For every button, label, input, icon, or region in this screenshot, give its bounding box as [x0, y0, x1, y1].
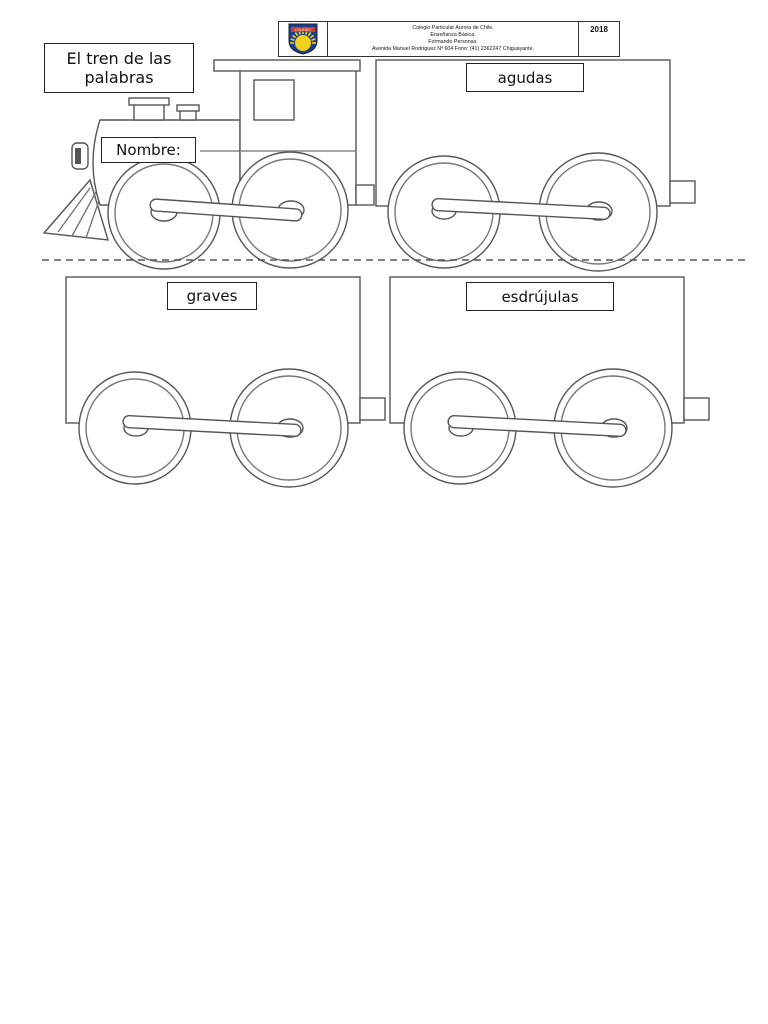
school-address: Avenida Manuel Rodríguez Nº 604 Fono: (4…	[371, 46, 535, 52]
label-esdrujulas-text: esdrújulas	[501, 287, 579, 306]
school-header: COLEGIO Colegio Particular Aurora de Chi…	[278, 21, 620, 57]
label-agudas-text: agudas	[497, 68, 553, 87]
sun-ray	[290, 38, 295, 41]
locomotive	[42, 59, 375, 270]
school-motto: Formando Personas.	[428, 39, 478, 45]
label-graves: graves	[167, 282, 257, 310]
sun-ray	[311, 38, 316, 41]
name-label: Nombre:	[116, 141, 181, 159]
school-level: Enseñanza Básica.	[430, 32, 476, 38]
sun-ray	[307, 32, 312, 37]
label-esdrujulas: esdrújulas	[466, 282, 614, 311]
sun-ray	[292, 34, 297, 39]
label-graves-text: graves	[186, 287, 238, 305]
name-field[interactable]: Nombre:	[101, 137, 196, 163]
school-year: 2018	[590, 25, 608, 34]
school-logo: COLEGIO	[279, 22, 328, 56]
school-info: Colegio Particular Aurora de Chile. Ense…	[328, 22, 579, 56]
svg-text:COLEGIO: COLEGIO	[295, 28, 311, 32]
school-crest-icon: COLEGIO	[288, 23, 318, 55]
school-name: Colegio Particular Aurora de Chile.	[412, 25, 494, 31]
label-agudas: agudas	[466, 63, 584, 92]
worksheet-title: El tren de las palabras	[44, 43, 194, 93]
sun-ray	[309, 34, 314, 39]
sun-ray	[294, 32, 299, 37]
worksheet-title-text: El tren de las palabras	[66, 49, 172, 87]
